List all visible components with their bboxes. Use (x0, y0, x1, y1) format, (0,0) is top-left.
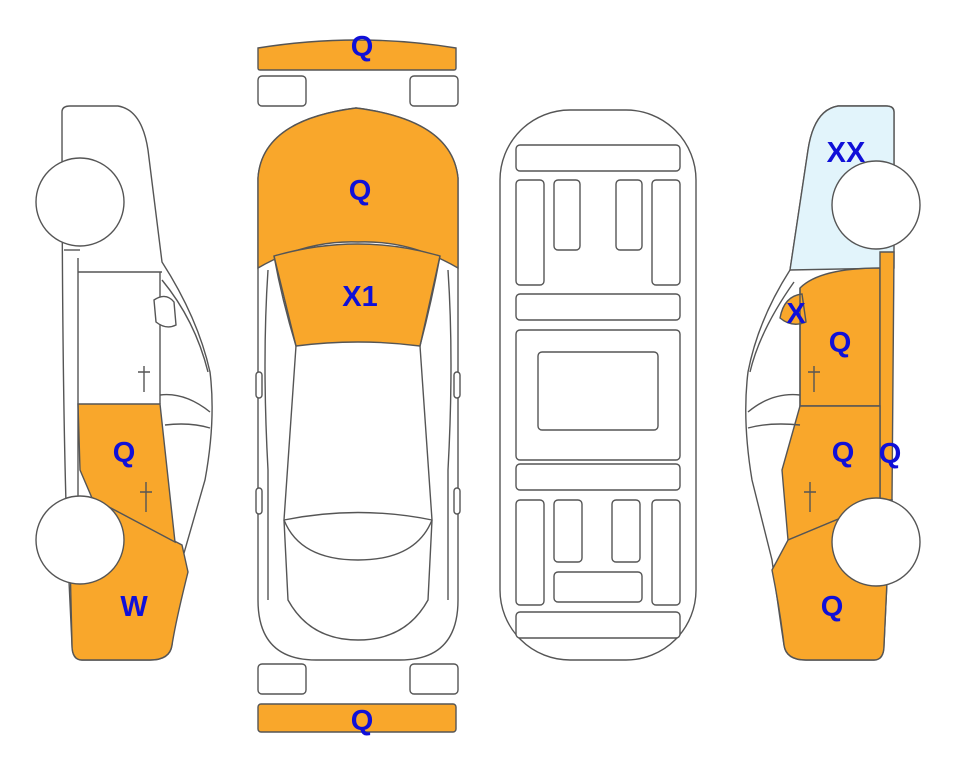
windshield-label: X1 (342, 281, 377, 313)
left-rear-door-panel (77, 403, 176, 544)
left-rear-wheel (35, 495, 125, 585)
right-pillar-label: Q (879, 438, 902, 470)
rear-left-lamp (257, 663, 307, 695)
hood-label: Q (349, 175, 372, 207)
front-right-lamp (409, 75, 459, 107)
rear-bumper (257, 703, 457, 733)
left-front-wheel (35, 157, 125, 247)
front-bumper (257, 39, 457, 71)
right-side-view: XX X Q Q Q Q (745, 105, 921, 661)
top-view: Q Q X1 Q (255, 31, 461, 737)
right-front-door-label: Q (829, 327, 852, 359)
left-rear-door-label: Q (113, 437, 136, 469)
rear-bumper-label: Q (351, 705, 374, 737)
underbody-view (499, 109, 697, 661)
left-rear-quarter-label: W (120, 591, 148, 623)
right-rear-door-label: Q (832, 437, 855, 469)
right-front-glass-label: XX (827, 137, 866, 169)
right-front-wheel (831, 160, 921, 250)
right-mirror-label: X (786, 298, 806, 330)
right-rear-quarter-label: Q (821, 591, 844, 623)
front-left-lamp (257, 75, 307, 107)
front-bumper-label: Q (351, 31, 374, 63)
right-rear-wheel (831, 497, 921, 587)
left-side-view: Q W (35, 105, 213, 661)
rear-right-lamp (409, 663, 459, 695)
hood-panel (257, 107, 459, 270)
